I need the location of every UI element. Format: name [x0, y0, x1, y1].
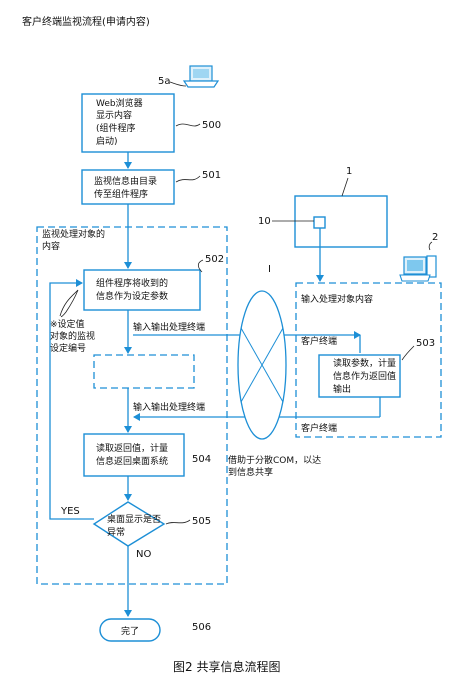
ref-500: 500: [202, 120, 221, 131]
input-object-label: 输入处理对象内容: [301, 293, 373, 305]
laptop-icon: [182, 65, 220, 88]
step-504-line-2: 信息返回桌面系统: [96, 455, 168, 467]
computer-icon: [399, 255, 437, 282]
ref-I: I: [268, 264, 271, 275]
terminal-506-label: 完了: [121, 625, 139, 637]
ref-506: 506: [192, 622, 211, 633]
com-note-line-1: 借助于分散COM，以达: [228, 454, 321, 466]
step-501-box: 监视信息由目录 传至组件程序: [81, 169, 175, 205]
step-502-line-1: 组件程序将收到的: [96, 277, 168, 289]
terminal-506: 完了: [99, 618, 161, 642]
ref-5a: 5a: [158, 76, 171, 87]
step-504-line-1: 读取返回值，计量: [96, 442, 168, 454]
ref-502: 502: [205, 254, 224, 265]
network-ellipse: [237, 290, 287, 440]
step-504-box: 读取返回值，计量 信息返回桌面系统: [83, 433, 185, 477]
io-label-bottom: 输入输出处理终端: [133, 401, 205, 413]
ref-503: 503: [416, 338, 435, 349]
io-label-top: 输入输出处理终端: [133, 321, 205, 333]
step-500-line-2: 显示内容: [96, 109, 132, 121]
step-503-line-3: 输出: [333, 383, 351, 395]
step-503-line-1: 读取参数，计量: [333, 357, 396, 369]
client-region: [295, 282, 442, 438]
decision-505-line-1: 桌面显示是否: [107, 513, 161, 525]
step-501-line-1: 监视信息由目录: [94, 175, 157, 187]
client-label-bottom: 客户终端: [301, 422, 337, 434]
step-503-box: 读取参数，计量 信息作为返回值 输出: [318, 354, 401, 398]
server-box: [294, 195, 388, 248]
client-label-top: 客户终端: [301, 335, 337, 347]
step-501-line-2: 传至组件程序: [94, 188, 148, 200]
ref-501: 501: [202, 170, 221, 181]
note-line-2: 对象的监视: [50, 330, 95, 342]
com-note-line-2: 到信息共享: [228, 466, 273, 478]
decision-505-line-2: 异常: [107, 526, 125, 538]
note-line-3: 设定编号: [50, 342, 86, 354]
monitor-region: [36, 226, 228, 585]
decision-505: 桌面显示是否 异常: [92, 501, 166, 547]
ref-10: 10: [258, 216, 271, 227]
region-label-line-1: 监视处理对象的: [42, 228, 105, 240]
ref-2: 2: [432, 232, 438, 243]
ref-504: 504: [192, 454, 211, 465]
step-500-line-1: Web浏览器: [96, 97, 143, 109]
note-line-1: ※设定值: [50, 318, 85, 330]
yes-label: YES: [60, 506, 80, 517]
page-title: 客户终端监视流程(申请内容): [22, 15, 150, 28]
step-502-box: 组件程序将收到的 信息作为设定参数: [83, 269, 201, 311]
io-processing-box: [93, 354, 195, 389]
step-500-line-4: 启动): [96, 135, 118, 147]
step-500-line-3: (组件程序: [96, 122, 136, 134]
no-label: NO: [136, 549, 151, 560]
step-503-line-2: 信息作为返回值: [333, 370, 396, 382]
step-500-box: Web浏览器 显示内容 (组件程序 启动): [81, 93, 175, 153]
ref-505: 505: [192, 516, 211, 527]
figure-caption: 图2 共享信息流程图: [173, 659, 280, 674]
region-label-line-2: 内容: [42, 240, 60, 252]
step-502-line-2: 信息作为设定参数: [96, 290, 168, 302]
ref-1: 1: [346, 166, 352, 177]
